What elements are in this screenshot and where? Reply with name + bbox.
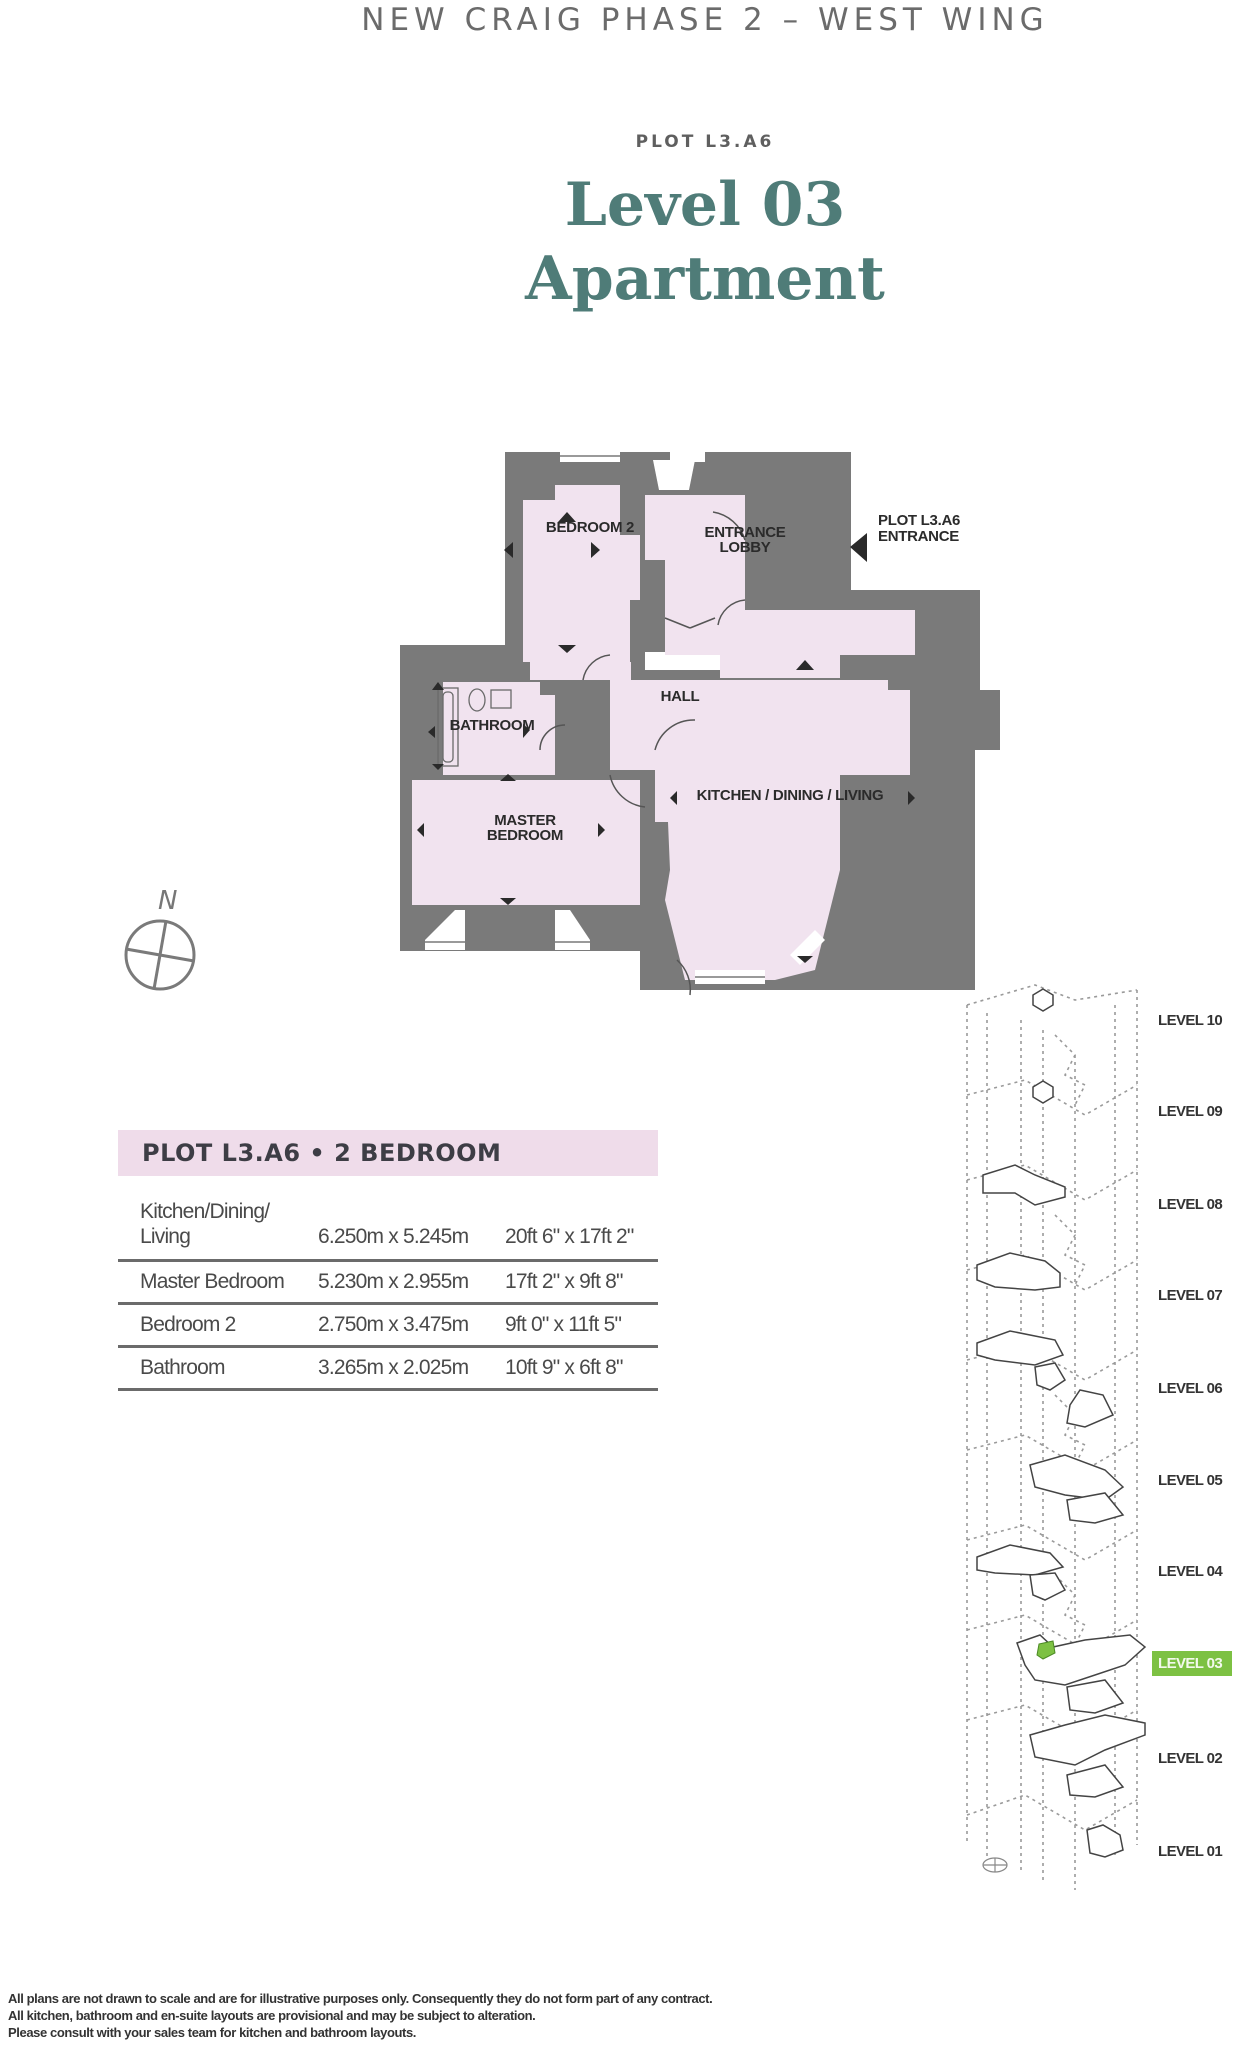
development-title: NEW CRAIG PHASE 2 – WEST WING	[361, 2, 1049, 38]
level-selector-09[interactable]: LEVEL 09	[1158, 1103, 1223, 1120]
table-row: Kitchen/Dining/ Living 6.250m x 5.245m 2…	[118, 1176, 658, 1262]
level-selector-07[interactable]: LEVEL 07	[1158, 1287, 1223, 1304]
metric-dimensions: 5.230m x 2.955m	[318, 1270, 469, 1293]
room-label-hall: HALL	[660, 688, 700, 705]
level-selector-08[interactable]: LEVEL 08	[1158, 1196, 1223, 1213]
page-title: Level 03 Apartment	[0, 168, 1255, 316]
imperial-dimensions: 17ft 2" x 9ft 8"	[505, 1270, 623, 1293]
page-title-line2: Apartment	[525, 244, 885, 314]
room-name: Kitchen/Dining/ Living	[140, 1200, 270, 1248]
table-row: Bathroom 3.265m x 2.025m 10ft 9" x 6ft 8…	[118, 1348, 658, 1391]
level-selector-02[interactable]: LEVEL 02	[1158, 1750, 1223, 1767]
room-label-bathroom: BATHROOM	[449, 717, 535, 734]
bathroom-fittings	[437, 687, 512, 767]
metric-dimensions: 2.750m x 3.475m	[318, 1313, 469, 1336]
building-stack-diagram	[955, 975, 1155, 1900]
room-name: Bedroom 2	[140, 1313, 236, 1336]
entrance-marker-label: PLOT L3.A6 ENTRANCE	[878, 512, 961, 545]
table-heading: PLOT L3.A6 • 2 BEDROOM	[118, 1130, 658, 1176]
floor-plan-drawing	[400, 450, 1000, 996]
room-fills	[412, 485, 915, 980]
door-swings	[539, 511, 746, 996]
level-selector-05[interactable]: LEVEL 05	[1158, 1472, 1223, 1489]
imperial-dimensions: 10ft 9" x 6ft 8"	[505, 1356, 623, 1379]
imperial-dimensions: 9ft 0" x 11ft 5"	[505, 1313, 622, 1336]
level-selector-10[interactable]: LEVEL 10	[1158, 1012, 1223, 1029]
level-selector-04[interactable]: LEVEL 04	[1158, 1563, 1223, 1580]
page-title-line1: Level 03	[564, 170, 846, 240]
metric-dimensions: 3.265m x 2.025m	[318, 1356, 469, 1379]
table-row: Master Bedroom 5.230m x 2.955m 17ft 2" x…	[118, 1262, 658, 1305]
north-compass-icon	[122, 917, 198, 998]
windows	[425, 450, 825, 984]
compass-north-label: N	[158, 886, 178, 916]
disclaimer: All plans are not drawn to scale and are…	[8, 1991, 713, 2040]
room-dimensions-table: PLOT L3.A6 • 2 BEDROOM Kitchen/Dining/ L…	[118, 1130, 658, 1391]
level-selector-03-active[interactable]: LEVEL 03	[1152, 1651, 1232, 1676]
level-selector-06[interactable]: LEVEL 06	[1158, 1380, 1223, 1397]
room-name: Master Bedroom	[140, 1270, 285, 1293]
plot-kicker: PLOT L3.A6	[635, 132, 775, 152]
room-label-master-bedroom: MASTER BEDROOM	[486, 812, 564, 844]
room-name: Bathroom	[140, 1356, 225, 1379]
imperial-dimensions: 20ft 6" x 17ft 2"	[505, 1225, 634, 1248]
room-label-entrance-lobby: ENTRANCE LOBBY	[704, 524, 786, 556]
metric-dimensions: 6.250m x 5.245m	[318, 1225, 469, 1248]
room-label-kitchen-dining-living: KITCHEN / DINING / LIVING	[696, 787, 884, 804]
table-row: Bedroom 2 2.750m x 3.475m 9ft 0" x 11ft …	[118, 1305, 658, 1348]
room-label-bedroom-2: BEDROOM 2	[545, 519, 635, 536]
floor-plan	[395, 450, 1025, 1010]
room-markers	[417, 512, 915, 963]
level-selector-01[interactable]: LEVEL 01	[1158, 1843, 1223, 1860]
